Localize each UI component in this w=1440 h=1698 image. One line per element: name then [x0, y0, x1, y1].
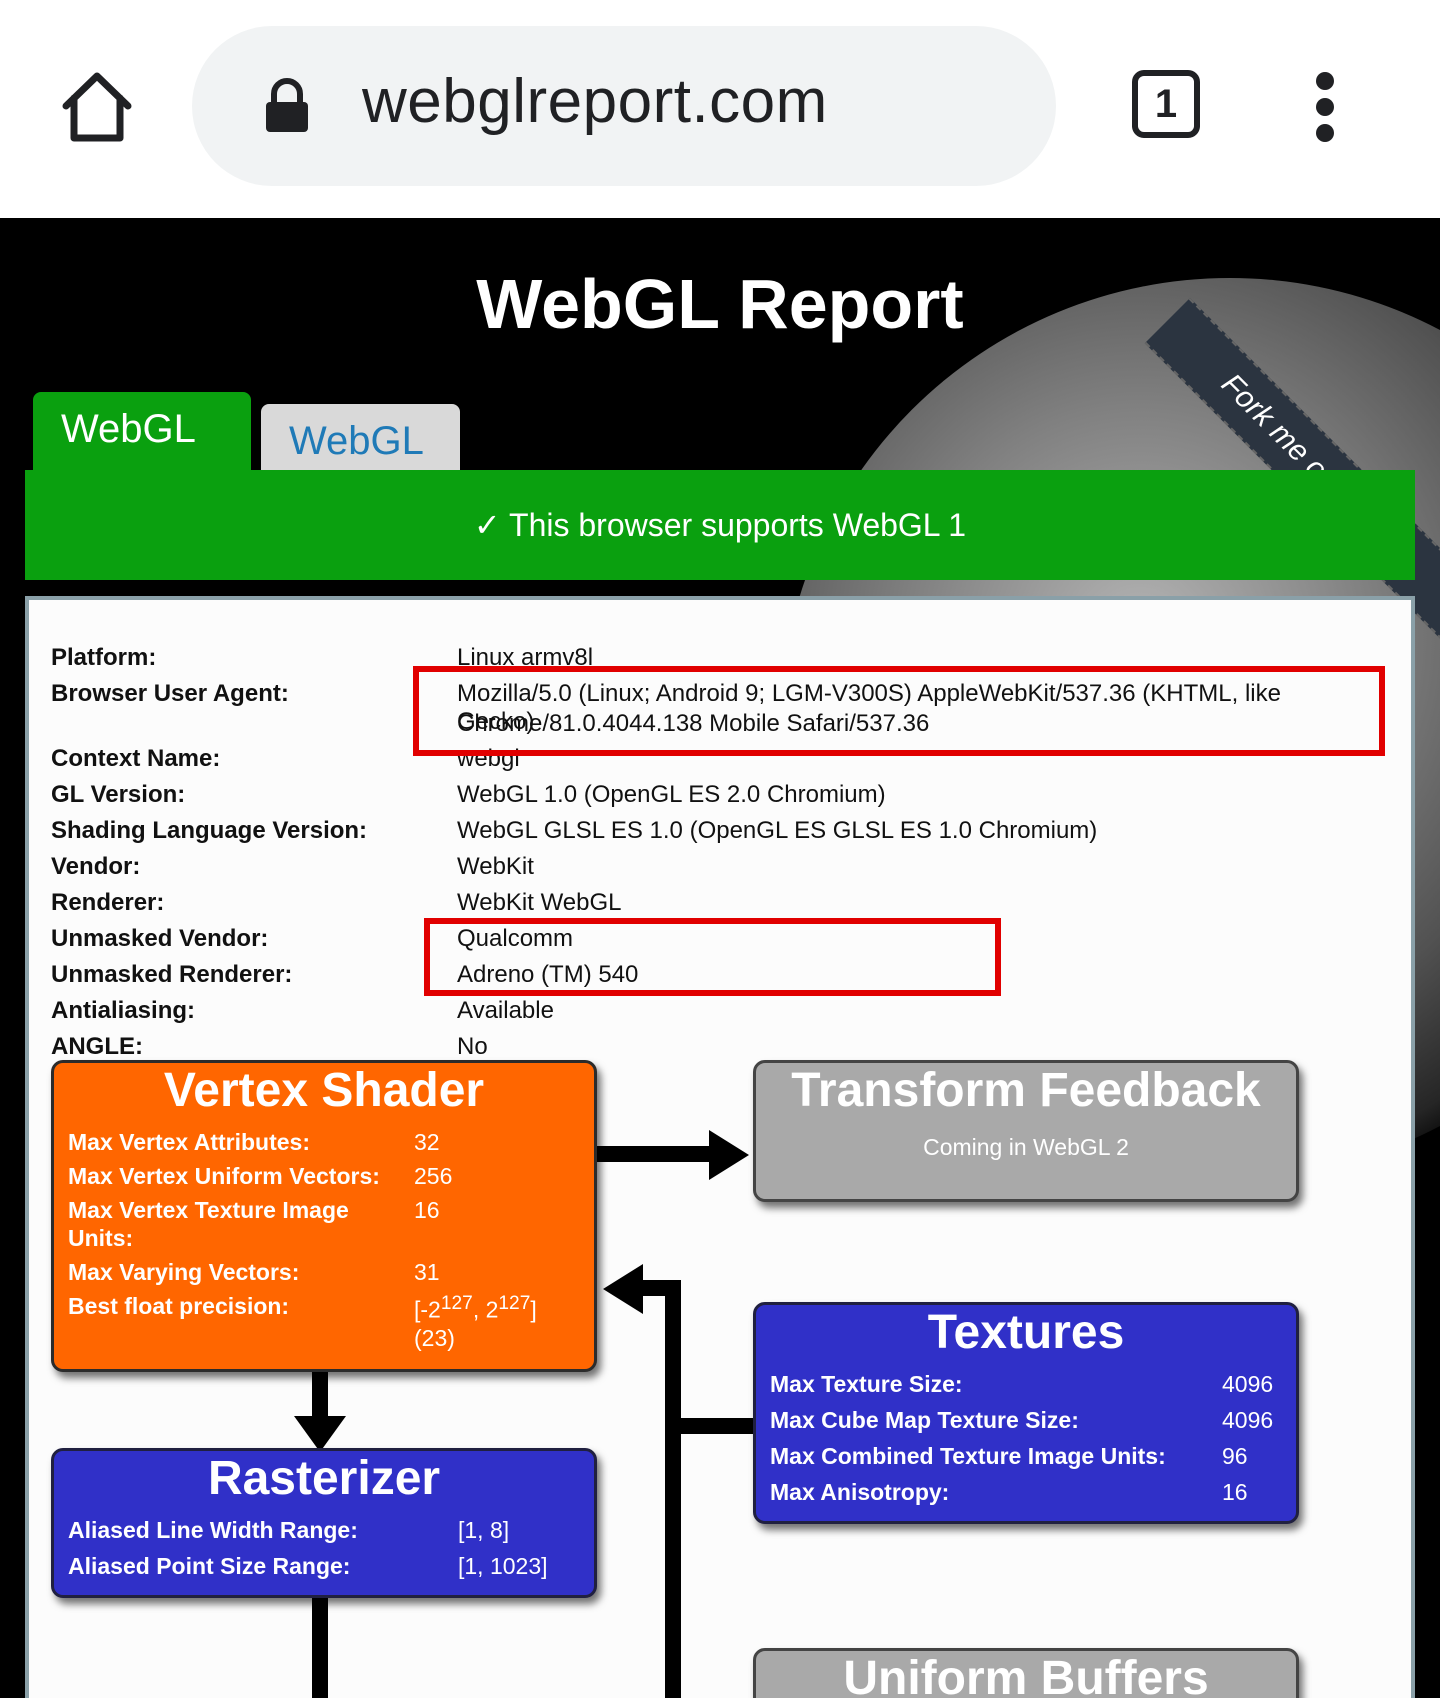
vertex-row: Max Varying Vectors:31: [68, 1259, 440, 1285]
textures-title: Textures: [927, 1306, 1125, 1359]
uniform-buffers-title: Uniform Buffers: [843, 1652, 1209, 1698]
arrowhead-right-icon: [709, 1130, 749, 1180]
vertex-shader-box: Vertex Shader Max Vertex Attributes:32 M…: [51, 1060, 597, 1372]
more-options-icon[interactable]: [1316, 72, 1336, 142]
rasterizer-box: Rasterizer Aliased Line Width Range:[1, …: [51, 1448, 597, 1598]
rasterizer-row: Aliased Point Size Range:[1, 1023]: [68, 1553, 548, 1579]
arrow-textures-vertical: [665, 1280, 681, 1698]
home-icon[interactable]: [58, 68, 136, 146]
report-panel: Platform:Linux armv8l Browser User Agent…: [25, 596, 1415, 1698]
support-banner: ✓ This browser supports WebGL 1: [25, 470, 1415, 580]
uniform-buffers-box: Uniform Buffers: [753, 1648, 1299, 1698]
tab-webgl-1[interactable]: WebGL 1: [33, 392, 251, 525]
vertex-row: Max Vertex Uniform Vectors:256: [68, 1163, 453, 1189]
web-page: Fork me on GitHub WebGL Report WebGL 1 W…: [0, 218, 1440, 1698]
arrow-textures-branch: [665, 1418, 755, 1434]
textures-row: Max Anisotropy:16: [770, 1479, 1248, 1505]
vertex-row: Best float precision: [-2127, 2127]: [68, 1293, 537, 1323]
browser-toolbar: webglreport.com 1: [0, 0, 1440, 218]
textures-row: Max Combined Texture Image Units:96: [770, 1443, 1248, 1469]
arrow-rasterizer-down: [312, 1598, 328, 1698]
textures-row: Max Cube Map Texture Size:4096: [770, 1407, 1274, 1433]
user-agent-highlight: [413, 666, 1385, 756]
arrowhead-down-icon: [294, 1416, 346, 1452]
url-text: webglreport.com: [362, 67, 828, 136]
transform-feedback-title: Transform Feedback: [791, 1064, 1261, 1117]
arrow-vertex-to-rasterizer: [312, 1372, 328, 1422]
rasterizer-title: Rasterizer: [207, 1452, 441, 1505]
vertex-shader-title: Vertex Shader: [163, 1064, 485, 1117]
vertex-row: Max Vertex Attributes:32: [68, 1129, 440, 1155]
tab-switcher-button[interactable]: 1: [1132, 70, 1200, 138]
textures-box: Textures Max Texture Size:4096 Max Cube …: [753, 1302, 1299, 1524]
unmasked-highlight: [424, 918, 1001, 996]
transform-feedback-box: Transform Feedback Coming in WebGL 2: [753, 1060, 1299, 1202]
rasterizer-row: Aliased Line Width Range:[1, 8]: [68, 1517, 510, 1543]
textures-row: Max Texture Size:4096: [770, 1371, 1274, 1397]
vertex-row-cont: Units:: [68, 1225, 134, 1251]
lock-icon: [266, 78, 308, 132]
arrow-vertex-to-feedback: [597, 1146, 717, 1162]
arrowhead-left-icon: [603, 1264, 643, 1314]
page-title: WebGL Report: [476, 265, 964, 343]
tab-webgl-2[interactable]: WebGL 2: [261, 404, 460, 537]
address-bar[interactable]: webglreport.com: [192, 26, 1056, 186]
transform-feedback-subtitle: Coming in WebGL 2: [923, 1134, 1129, 1160]
